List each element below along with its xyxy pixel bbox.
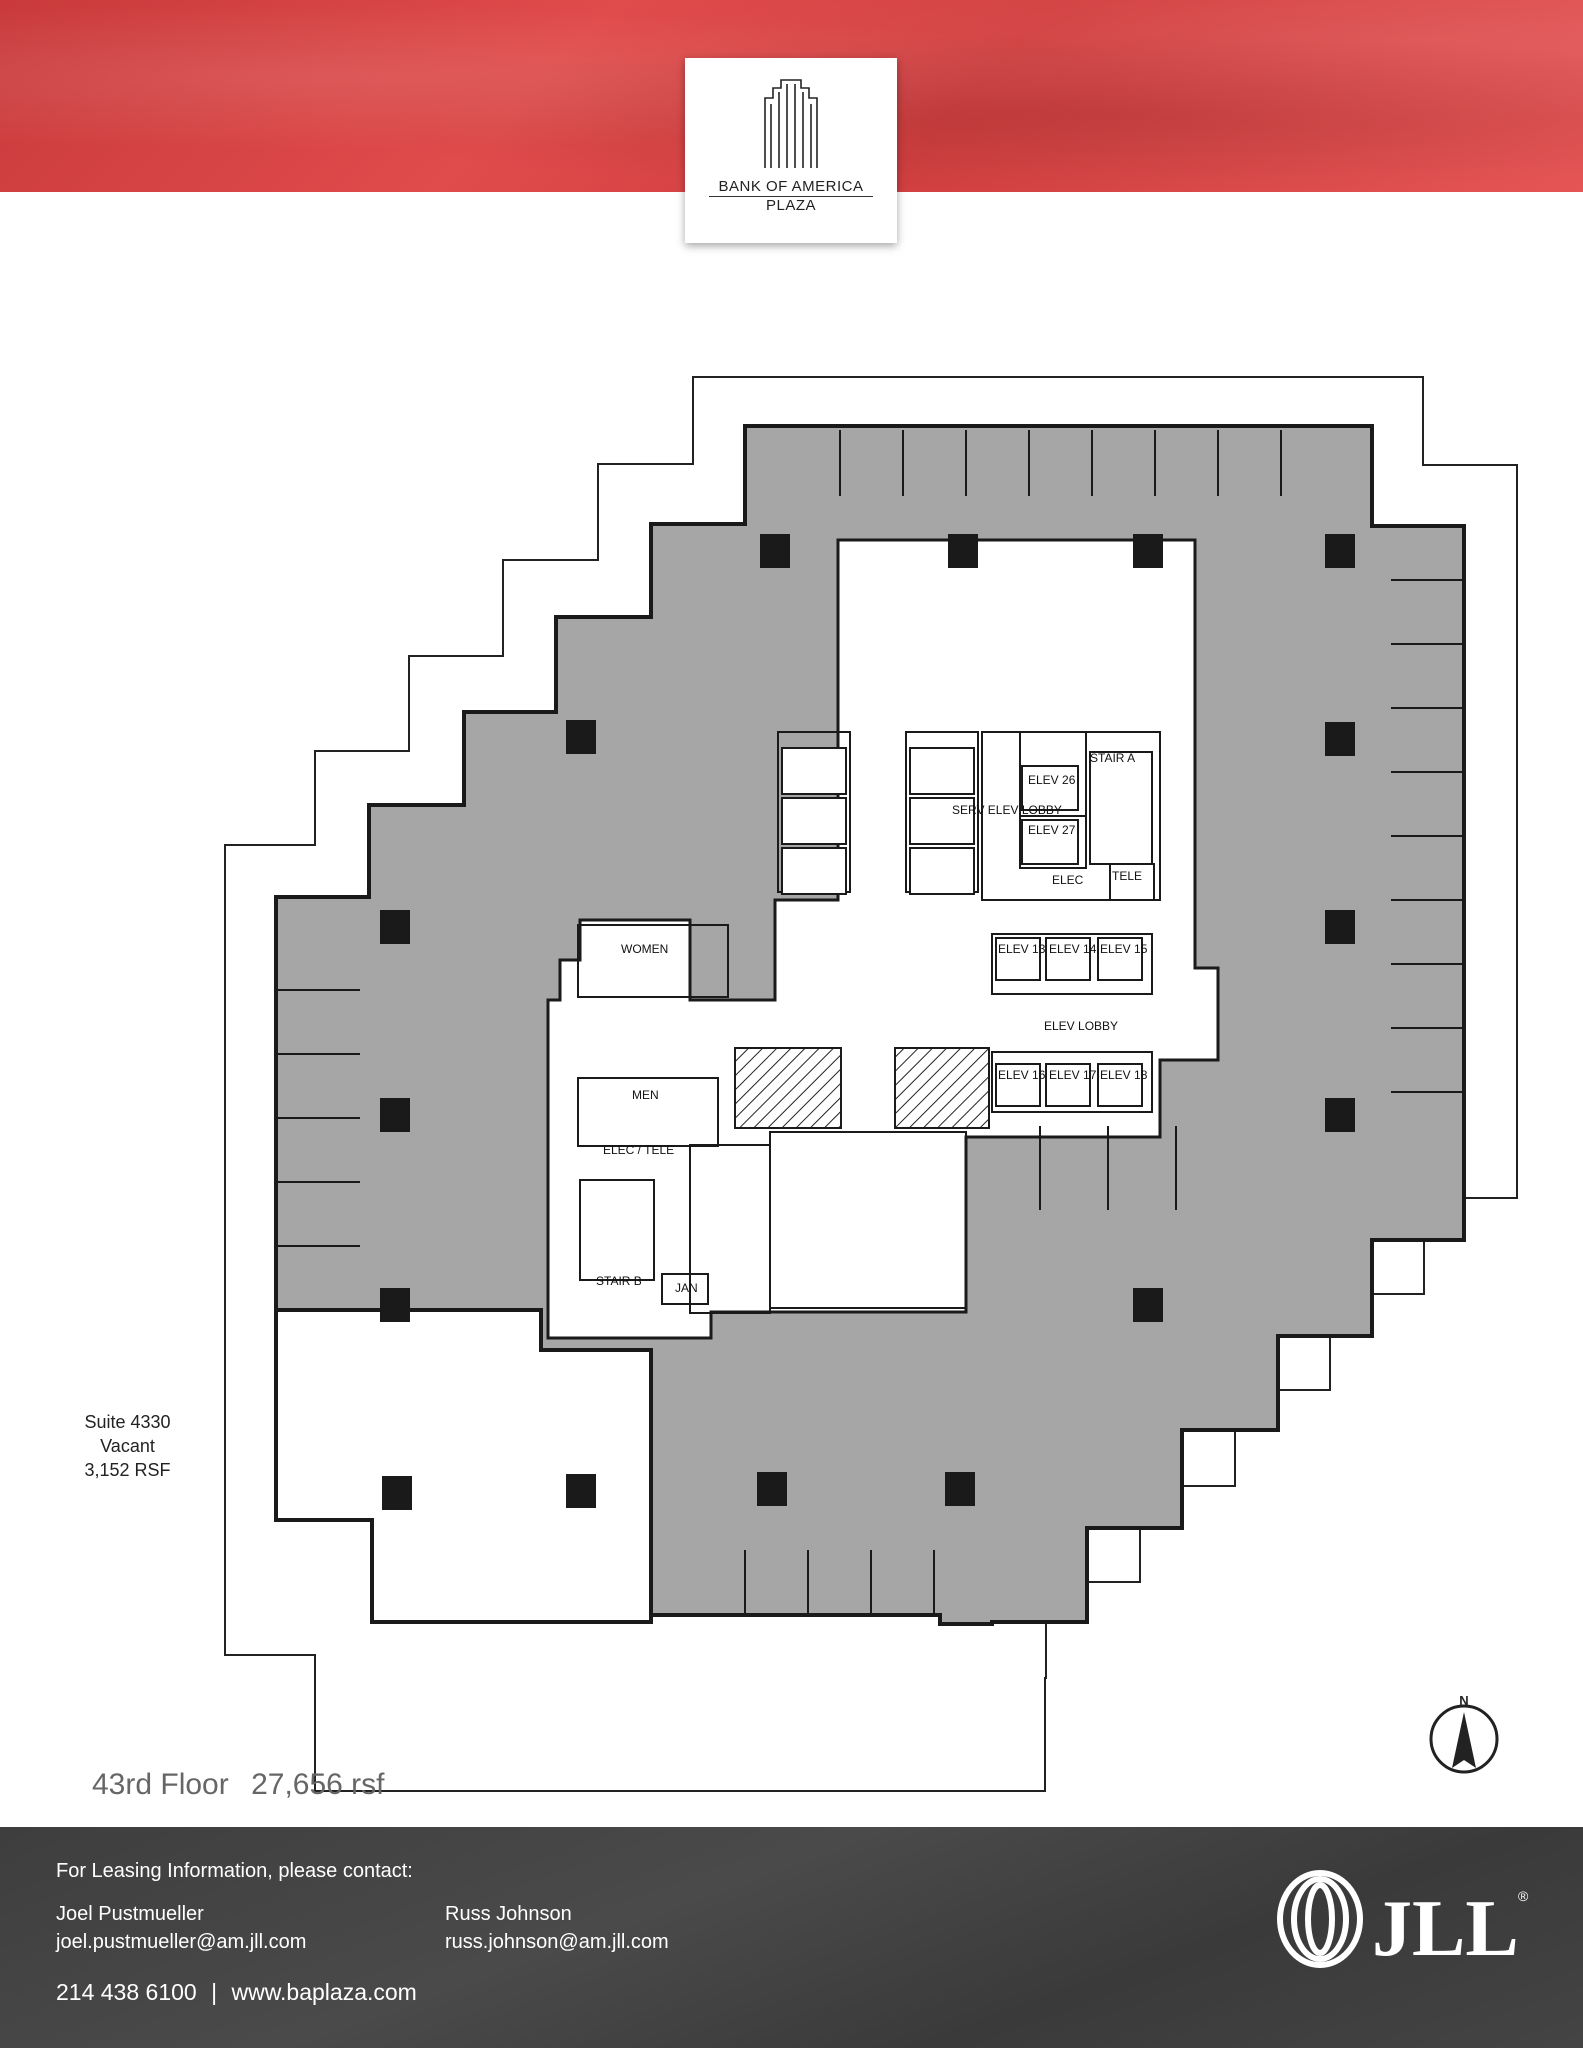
building-name-line2: PLAZA [765, 197, 817, 214]
stair-b-label: STAIR B [596, 1274, 642, 1288]
janitor-label: JAN [675, 1281, 698, 1295]
contact-name: Russ Johnson [445, 1903, 572, 1925]
building-name: BANK OF AMERICA PLAZA [685, 178, 897, 214]
shaft-hatched-right [894, 1047, 990, 1129]
suite-name: Suite 4330 [84, 1412, 171, 1432]
contact-name: Joel Pustmueller [56, 1903, 204, 1925]
room-labels: WOMEN MEN ELEC / TELE STAIR B JAN STAIR … [596, 751, 1148, 1295]
jll-wordmark: JLL [1372, 1885, 1519, 1973]
tower-logo-icon [764, 79, 818, 168]
office-partitions [276, 430, 1464, 1615]
women-restroom-label: WOMEN [621, 942, 668, 956]
suite-status: Vacant [100, 1436, 155, 1456]
building-name-line1: BANK OF AMERICA [709, 178, 873, 197]
floor-caption: 43rd Floor 27,656 rsf [92, 1768, 399, 1802]
phone-number[interactable]: 214 438 6100 [56, 1979, 197, 2005]
contact-email[interactable]: joel.pustmueller@am.jll.com [56, 1931, 307, 1953]
elev-27-label: ELEV 27 [1028, 823, 1076, 837]
core-area [546, 538, 1220, 1340]
elev-17-label: ELEV 17 [1049, 1068, 1097, 1082]
floor-size: 27,656 rsf [251, 1768, 385, 1801]
jll-logo-icon: JLL ® [1277, 1870, 1529, 1973]
suite-4330-area [274, 1308, 653, 1624]
contact-email[interactable]: russ.johnson@am.jll.com [445, 1931, 669, 1953]
shaft-hatched-left [734, 1047, 842, 1129]
elev-15-label: ELEV 15 [1100, 942, 1148, 956]
elev-26-label: ELEV 26 [1028, 773, 1076, 787]
compass-north-label: N [1459, 1693, 1468, 1708]
stair-a-label: STAIR A [1090, 751, 1135, 765]
men-restroom-label: MEN [632, 1088, 659, 1102]
separator: | [211, 1979, 218, 2005]
building-logo-card: BANK OF AMERICA PLAZA [685, 58, 897, 243]
elevator-lobby-label: ELEV LOBBY [1044, 1019, 1118, 1033]
service-elevator-lobby-label: SERV ELEV LOBBY [952, 803, 1062, 817]
elevator-cabs [781, 747, 1143, 1107]
elev-18-label: ELEV 18 [1100, 1068, 1148, 1082]
floor-plan: WOMEN MEN ELEC / TELE STAIR B JAN STAIR … [224, 376, 1518, 1792]
website-link[interactable]: www.baplaza.com [231, 1979, 417, 2005]
elev-14-label: ELEV 14 [1049, 942, 1097, 956]
footer-contact-band: For Leasing Information, please contact:… [0, 1827, 1583, 2048]
phone-website-line: 214 438 6100 | www.baplaza.com [56, 1979, 425, 2006]
floor-name: 43rd Floor [92, 1768, 229, 1801]
core-rooms [577, 731, 1161, 1314]
north-compass-icon: N [1429, 1693, 1499, 1774]
elev-16-label: ELEV 16 [998, 1068, 1046, 1082]
contact-joel: Joel Pustmueller joel.pustmueller@am.jll… [56, 1900, 306, 1956]
contact-russ: Russ Johnson russ.johnson@am.jll.com [445, 1900, 669, 1956]
contact-heading: For Leasing Information, please contact: [56, 1860, 413, 1882]
svg-text:®: ® [1518, 1888, 1529, 1904]
elec-label: ELEC [1052, 873, 1084, 887]
structural-columns [380, 534, 1355, 1510]
elec-tele-label: ELEC / TELE [603, 1143, 674, 1157]
elev-13-label: ELEV 13 [998, 942, 1046, 956]
suite-4330-info: Suite 4330 Vacant 3,152 RSF [70, 1410, 185, 1482]
tele-label: TELE [1112, 869, 1142, 883]
suite-size: 3,152 RSF [84, 1460, 171, 1480]
